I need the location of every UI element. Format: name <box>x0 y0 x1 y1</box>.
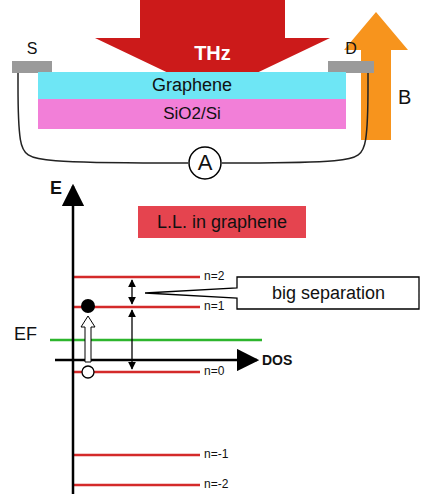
electron <box>81 299 95 313</box>
excitation-arrow <box>81 316 95 362</box>
separation-arrow <box>131 280 132 304</box>
level-label: n=1 <box>204 300 224 314</box>
hole <box>82 366 94 378</box>
graphene-layer: Graphene <box>38 72 346 99</box>
level-label: n=0 <box>204 365 224 379</box>
landau-levels <box>73 277 200 485</box>
title-box: L.L. in graphene <box>138 206 306 238</box>
node-text: D <box>345 40 357 58</box>
node-text: Graphene <box>152 75 232 96</box>
separation-arrow <box>131 310 132 369</box>
level-label: n=2 <box>204 270 224 284</box>
level-label: n=-1 <box>204 448 228 462</box>
node-text: S <box>27 40 38 58</box>
energy-axis <box>72 186 75 494</box>
drain-electrode: D <box>328 40 374 73</box>
axis-label: E <box>50 178 62 199</box>
node-text: THz <box>194 42 231 65</box>
node-text: big separation <box>272 283 385 304</box>
callout-box: big separation <box>145 276 420 310</box>
node-text: A <box>198 150 213 175</box>
field-label: B <box>398 86 411 109</box>
node-text: L.L. in graphene <box>157 212 287 233</box>
level-label: n=-2 <box>204 478 228 492</box>
field-arrow <box>344 12 408 140</box>
axis-label: DOS <box>262 352 292 368</box>
substrate-layer: SiO2/Si <box>38 99 346 129</box>
fermi-level <box>50 339 262 342</box>
node-text: SiO2/Si <box>163 104 221 124</box>
fermi-label: EF <box>14 324 37 345</box>
source-electrode: S <box>12 40 52 73</box>
ammeter: A <box>188 146 222 180</box>
